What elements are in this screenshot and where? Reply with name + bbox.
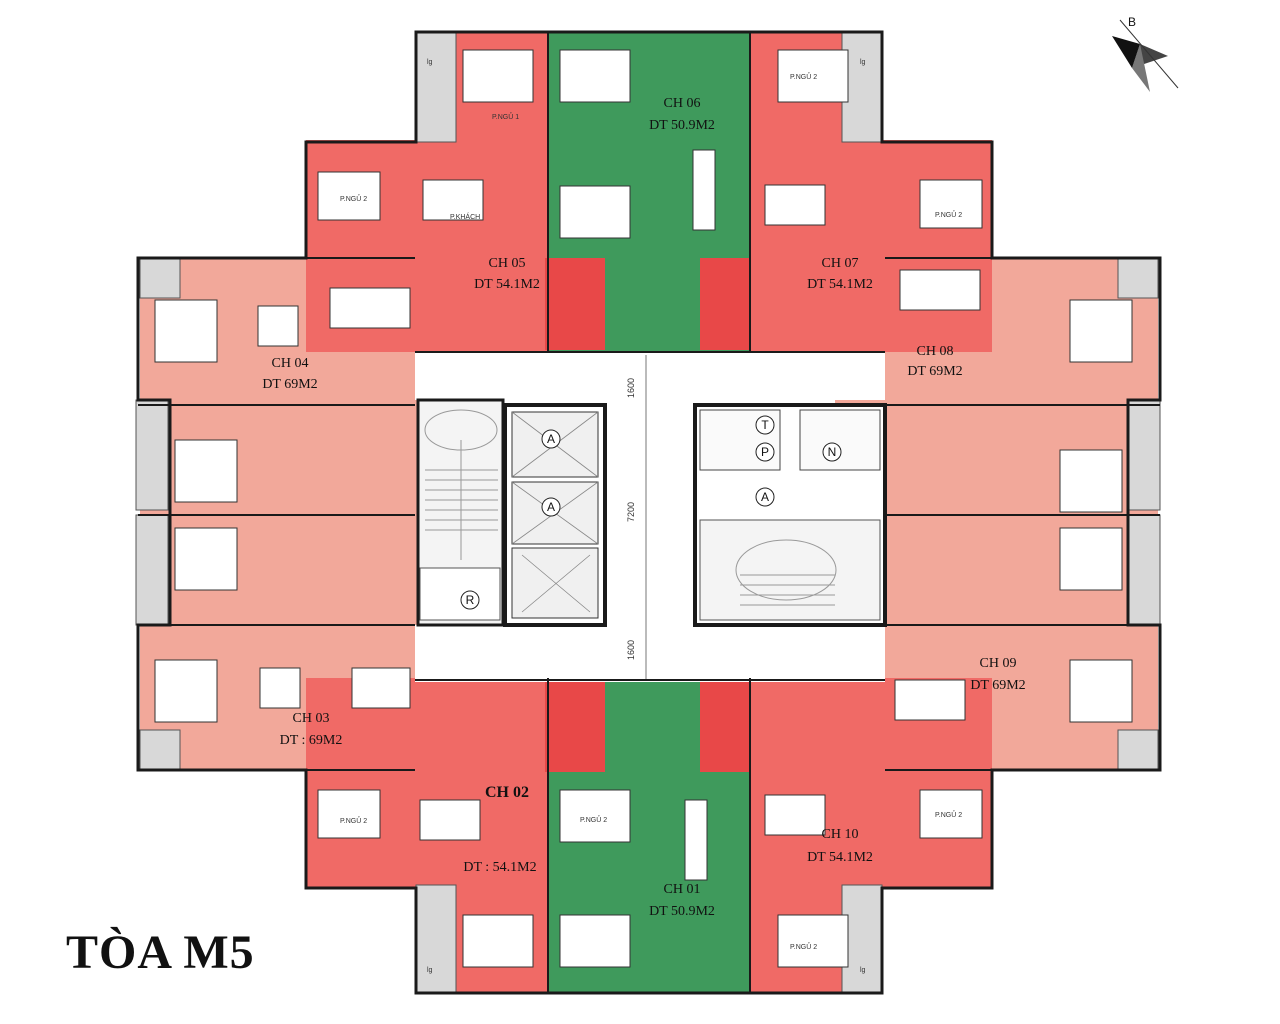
core-mark-p: P — [761, 445, 769, 459]
unit-ch06-code: CH 06 — [664, 96, 701, 111]
unit-ch03-area-label: DT : 69M2 — [280, 733, 343, 748]
compass-label: B — [1128, 15, 1136, 29]
dimension-7200: 7200 — [626, 502, 636, 522]
room-label-bedroom2: P.NGỦ 2 — [340, 194, 367, 203]
unit-ch10-area-label: DT 54.1M2 — [807, 850, 873, 865]
core-mark-n: N — [828, 445, 837, 459]
room-label-logia: lg — [427, 59, 433, 66]
unit-ch07-code: CH 07 — [822, 256, 859, 271]
balcony — [415, 31, 457, 143]
core-mark-r: R — [466, 593, 475, 607]
balcony — [841, 884, 883, 994]
room-label-logia: lg — [860, 59, 866, 66]
unit-ch03-code: CH 03 — [293, 711, 330, 726]
unit-ch07-area-label: DT 54.1M2 — [807, 277, 873, 292]
balcony — [841, 31, 883, 143]
room-label-living: P.KHÁCH — [450, 212, 480, 221]
core-mark-a2: A — [547, 500, 555, 514]
stair-east — [699, 519, 881, 621]
unit-ch01-area-label: DT 50.9M2 — [649, 904, 715, 919]
unit-ch02-code: CH 02 — [485, 784, 529, 801]
balcony — [135, 514, 169, 626]
room-label-logia: lg — [860, 967, 866, 974]
dimension-1600-bottom: 1600 — [626, 640, 636, 660]
room-label-bedroom2: P.NGỦ 2 — [790, 942, 817, 951]
unit-ch08-code: CH 08 — [917, 344, 954, 359]
bathroom-ch10 — [700, 682, 750, 772]
balcony — [139, 257, 181, 299]
unit-ch09-area-label: DT 69M2 — [970, 678, 1025, 693]
unit-ch05-code: CH 05 — [489, 256, 526, 271]
balcony — [1117, 257, 1159, 299]
building-outline — [136, 30, 1162, 995]
room-label-bedroom1: P.NGỦ 1 — [492, 112, 519, 121]
bathroom-ch07 — [700, 258, 750, 350]
room-label-bedroom2: P.NGỦ 2 — [935, 210, 962, 219]
room-label-bedroom2: P.NGỦ 2 — [935, 810, 962, 819]
unit-ch02-area[interactable] — [306, 678, 548, 888]
balcony — [1117, 729, 1159, 771]
core-mark-a3: A — [761, 490, 769, 504]
room-label-bedroom2: P.NGỦ 2 — [340, 816, 367, 825]
unit-ch02-area-label: DT : 54.1M2 — [463, 860, 536, 875]
core-mark-a1: A — [547, 432, 555, 446]
balcony — [1127, 514, 1161, 626]
dimension-1600-top: 1600 — [626, 378, 636, 398]
balcony — [135, 399, 169, 511]
core-mark-t: T — [761, 418, 769, 432]
unit-ch10-code: CH 10 — [822, 827, 859, 842]
room-label-bedroom2: P.NGỦ 2 — [790, 72, 817, 81]
balcony — [415, 884, 457, 994]
balcony — [139, 729, 181, 771]
unit-ch04-area-label: DT 69M2 — [262, 377, 317, 392]
north-arrow-icon — [1112, 19, 1179, 92]
unit-ch08-area-label: DT 69M2 — [907, 364, 962, 379]
room-label-logia: lg — [427, 967, 433, 974]
unit-ch01-code: CH 01 — [664, 882, 701, 897]
building-title: TÒA M5 — [66, 926, 255, 979]
unit-ch09-code: CH 09 — [980, 656, 1017, 671]
unit-ch06-area-label: DT 50.9M2 — [649, 118, 715, 133]
balcony — [1127, 399, 1161, 511]
unit-ch05-area-label: DT 54.1M2 — [474, 277, 540, 292]
bathroom-ch05 — [545, 258, 605, 350]
room-label-bedroom2: P.NGỦ 2 — [580, 815, 607, 824]
bathroom-ch02 — [545, 682, 605, 772]
unit-ch04-code: CH 04 — [272, 356, 309, 371]
